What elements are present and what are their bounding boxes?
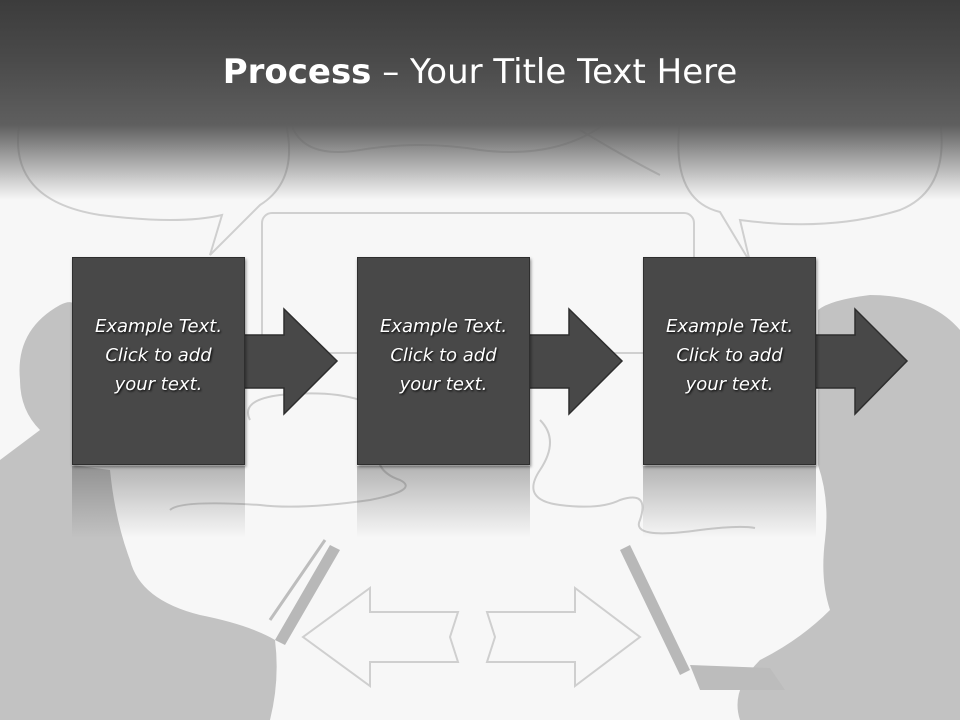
step-text-line: Example Text. xyxy=(94,316,223,337)
person-left-silhouette xyxy=(0,302,277,720)
process-box[interactable] xyxy=(357,257,530,465)
step-text[interactable]: Example Text. Click to add your text. xyxy=(643,312,816,399)
step-text-line: your text. xyxy=(685,374,774,395)
process-step-1: Example Text. Click to add your text. xyxy=(72,257,339,465)
step-text-line: your text. xyxy=(114,374,203,395)
step-reflection xyxy=(357,466,530,538)
step-text-line: Example Text. xyxy=(665,316,794,337)
slide-title[interactable]: Process – Your Title Text Here xyxy=(0,52,960,92)
step-text-line: Click to add xyxy=(390,345,497,366)
title-bold-part: Process xyxy=(222,52,372,92)
step-text[interactable]: Example Text. Click to add your text. xyxy=(72,312,245,399)
step-text-line: Click to add xyxy=(105,345,212,366)
process-box[interactable] xyxy=(643,257,816,465)
step-text-line: Click to add xyxy=(676,345,783,366)
step-reflection xyxy=(643,466,816,538)
person-right-silhouette xyxy=(737,295,960,720)
wire-right xyxy=(532,419,756,535)
step-text-line: Example Text. xyxy=(379,316,508,337)
title-bar xyxy=(0,0,960,200)
step-text[interactable]: Example Text. Click to add your text. xyxy=(357,312,530,399)
title-rest-part: – Your Title Text Here xyxy=(371,52,738,92)
left-arrow-outline xyxy=(301,586,460,688)
laptop-left xyxy=(275,545,340,645)
process-step-3: Example Text. Click to add your text. xyxy=(643,257,909,465)
step-reflection xyxy=(72,466,245,538)
step-text-line: your text. xyxy=(399,374,488,395)
right-arrow-outline xyxy=(485,585,642,689)
process-step-2: Example Text. Click to add your text. xyxy=(357,257,624,465)
process-box[interactable] xyxy=(72,257,245,465)
laptop-right xyxy=(620,545,690,675)
